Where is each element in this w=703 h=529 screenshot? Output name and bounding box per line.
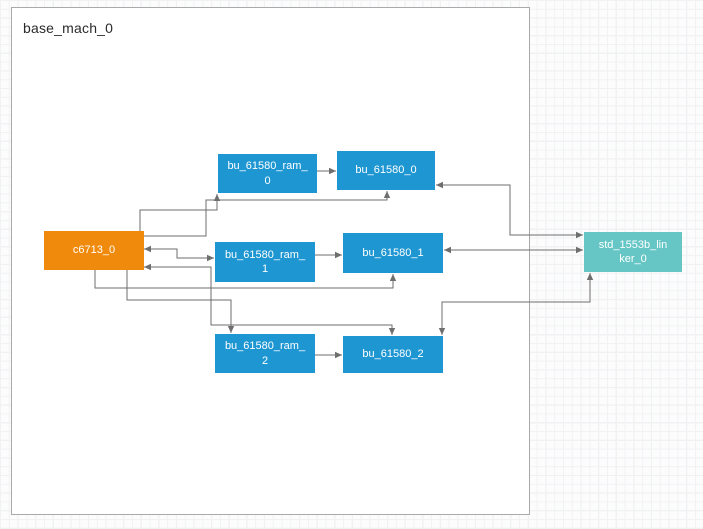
connection-wire: [139, 194, 218, 231]
arrowhead: [207, 254, 214, 262]
connection-c6713_0-to-bu_61580_ram_1[interactable]: [144, 245, 214, 262]
arrowhead: [438, 328, 446, 335]
node-label: bu_61580_2: [362, 348, 424, 361]
container-title: base_mach_0: [23, 20, 114, 36]
node-bu_61580_ram_1[interactable]: bu_61580_ram_ 1: [215, 242, 315, 282]
arrowhead: [444, 246, 451, 254]
node-bu_61580_1[interactable]: bu_61580_1: [343, 233, 443, 273]
arrowhead: [576, 246, 583, 254]
arrowhead: [383, 191, 391, 198]
connection-c6713_0-to-bu_61580_1[interactable]: [94, 270, 397, 289]
connection-c6713_0-to-bu_61580_2[interactable]: [144, 263, 396, 335]
arrowhead: [388, 328, 396, 335]
arrowhead: [213, 194, 221, 201]
node-c6713_0[interactable]: c6713_0: [44, 231, 144, 270]
node-bu_61580_ram_0[interactable]: bu_61580_ram_ 0: [218, 154, 317, 193]
connection-bu_61580_ram_0-to-bu_61580_0[interactable]: [317, 167, 336, 175]
connection-wire: [436, 184, 583, 236]
arrowhead: [436, 181, 443, 189]
arrowhead: [329, 167, 336, 175]
node-label: bu_61580_0: [355, 164, 417, 177]
arrowhead: [144, 245, 151, 253]
connection-bu_61580_1-to-std_1553b_linker_0[interactable]: [444, 246, 583, 254]
arrowhead: [576, 231, 583, 239]
arrowhead: [389, 274, 397, 281]
node-label: bu_61580_1: [362, 246, 424, 259]
connection-c6713_0-to-bu_61580_0[interactable]: [144, 191, 391, 237]
connection-wire: [126, 270, 232, 333]
node-bu_61580_2[interactable]: bu_61580_2: [343, 336, 443, 373]
arrowhead: [144, 263, 151, 271]
node-bu_61580_0[interactable]: bu_61580_0: [337, 151, 435, 190]
connection-c6713_0-to-bu_61580_ram_2[interactable]: [126, 270, 235, 333]
arrowhead: [227, 326, 235, 333]
node-std_1553b_linker_0[interactable]: std_1553b_lin ker_0: [584, 232, 682, 272]
node-bu_61580_ram_2[interactable]: bu_61580_ram_ 2: [215, 334, 315, 373]
connection-bu_61580_ram_2-to-bu_61580_2[interactable]: [315, 351, 342, 359]
node-label: c6713_0: [72, 244, 116, 257]
connection-bu_61580_2-to-std_1553b_linker_0[interactable]: [438, 273, 594, 335]
connection-c6713_0-to-bu_61580_ram_0[interactable]: [139, 194, 221, 231]
node-label: bu_61580_ram_ 2: [224, 340, 306, 367]
arrowhead: [335, 351, 342, 359]
connection-bu_61580_0-to-std_1553b_linker_0[interactable]: [436, 181, 583, 239]
connection-wire: [144, 248, 214, 259]
connection-wire: [441, 273, 591, 335]
node-label: bu_61580_ram_ 1: [224, 248, 306, 275]
arrowhead: [335, 251, 342, 259]
arrowhead: [586, 273, 594, 280]
node-label: bu_61580_ram_ 0: [227, 160, 308, 187]
connection-bu_61580_ram_1-to-bu_61580_1[interactable]: [315, 251, 342, 259]
node-label: std_1553b_lin ker_0: [598, 238, 668, 265]
